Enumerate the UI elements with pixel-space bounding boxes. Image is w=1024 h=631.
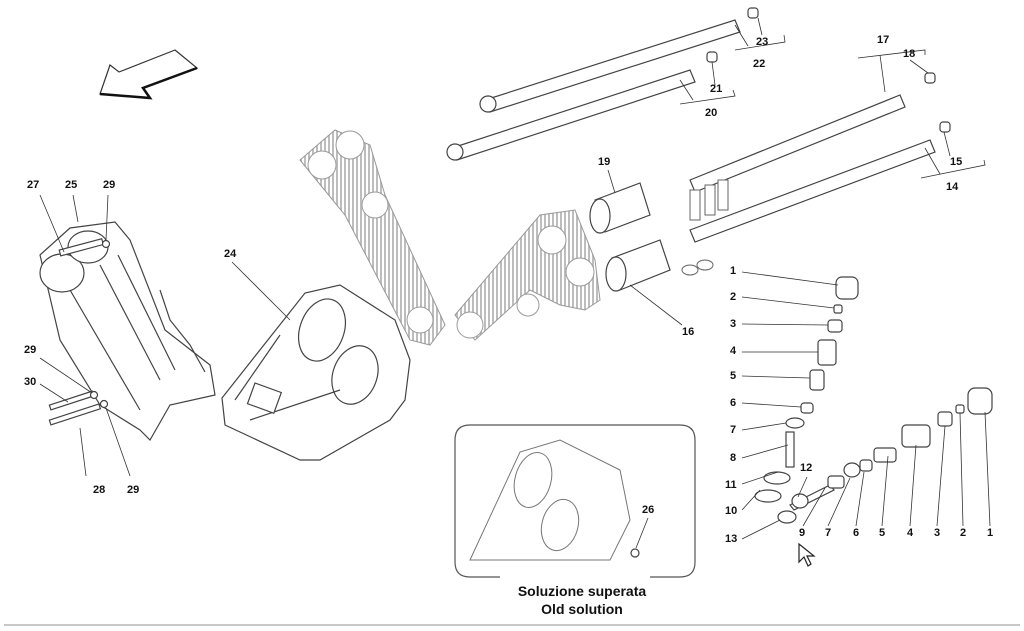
leader-lines: [39, 17, 991, 540]
rear-timing-cover: [39, 221, 216, 441]
part-label-20: 20: [705, 107, 718, 119]
part-label-26: 26: [642, 504, 655, 516]
camshaft-22: [479, 7, 759, 113]
valve-assembly-horizontal: [777, 387, 993, 524]
part-label-5: 5: [879, 527, 886, 539]
part-label-23: 23: [756, 36, 769, 48]
part-label-14: 14: [946, 181, 959, 193]
part-label-11: 11: [725, 479, 737, 491]
part-label-2: 2: [730, 291, 737, 303]
part-label-9: 9: [799, 527, 806, 539]
part-label-28: 28: [93, 484, 106, 496]
part-label-7: 7: [730, 424, 737, 436]
part-label-29: 29: [24, 344, 37, 356]
part-label-1: 1: [987, 527, 994, 539]
part-label-25: 25: [65, 179, 78, 191]
part-label-13: 13: [725, 533, 738, 545]
part-label-24: 24: [224, 248, 237, 260]
direction-arrow-icon: [99, 49, 199, 100]
part-label-7: 7: [825, 527, 832, 539]
front-timing-cover: [221, 284, 411, 461]
part-label-6: 6: [853, 527, 860, 539]
part-label-10: 10: [725, 505, 738, 517]
inset-caption-italian: Soluzione superata: [517, 583, 647, 599]
part-label-3: 3: [934, 527, 941, 539]
part-label-27: 27: [27, 179, 40, 191]
valve-assembly-vertical: [754, 276, 859, 503]
part-label-5: 5: [730, 370, 737, 382]
part-label-4: 4: [730, 345, 737, 357]
part-label-15: 15: [950, 156, 963, 168]
camshaft-14: [689, 121, 951, 243]
part-label-22: 22: [753, 58, 766, 70]
part-label-4: 4: [907, 527, 914, 539]
part-label-16: 16: [682, 326, 695, 338]
timing-belt-left: [299, 129, 446, 346]
part-label-12: 12: [800, 462, 813, 474]
part-label-18: 18: [903, 48, 916, 60]
camshaft-20: [446, 51, 718, 161]
part-label-17: 17: [877, 34, 890, 46]
old-solution-inset: [454, 424, 696, 578]
part-label-19: 19: [598, 156, 611, 168]
part-label-1: 1: [730, 265, 737, 277]
timing-belt-right: [454, 209, 601, 341]
cover-bolts: [48, 237, 111, 426]
mouse-cursor-icon: [798, 543, 816, 567]
part-label-29: 29: [103, 179, 116, 191]
cam-variators: [589, 182, 671, 292]
inset-caption-english: Old solution: [541, 601, 623, 617]
camshaft-17: [689, 72, 936, 193]
part-label-30: 30: [24, 376, 37, 388]
bottom-divider: [4, 624, 1020, 626]
part-label-3: 3: [730, 318, 737, 330]
installed-valves: [681, 179, 729, 276]
part-label-21: 21: [710, 83, 723, 95]
part-label-2: 2: [960, 527, 967, 539]
part-label-6: 6: [730, 397, 737, 409]
part-label-8: 8: [730, 452, 737, 464]
part-label-29: 29: [127, 484, 140, 496]
camshafts: [446, 7, 951, 243]
